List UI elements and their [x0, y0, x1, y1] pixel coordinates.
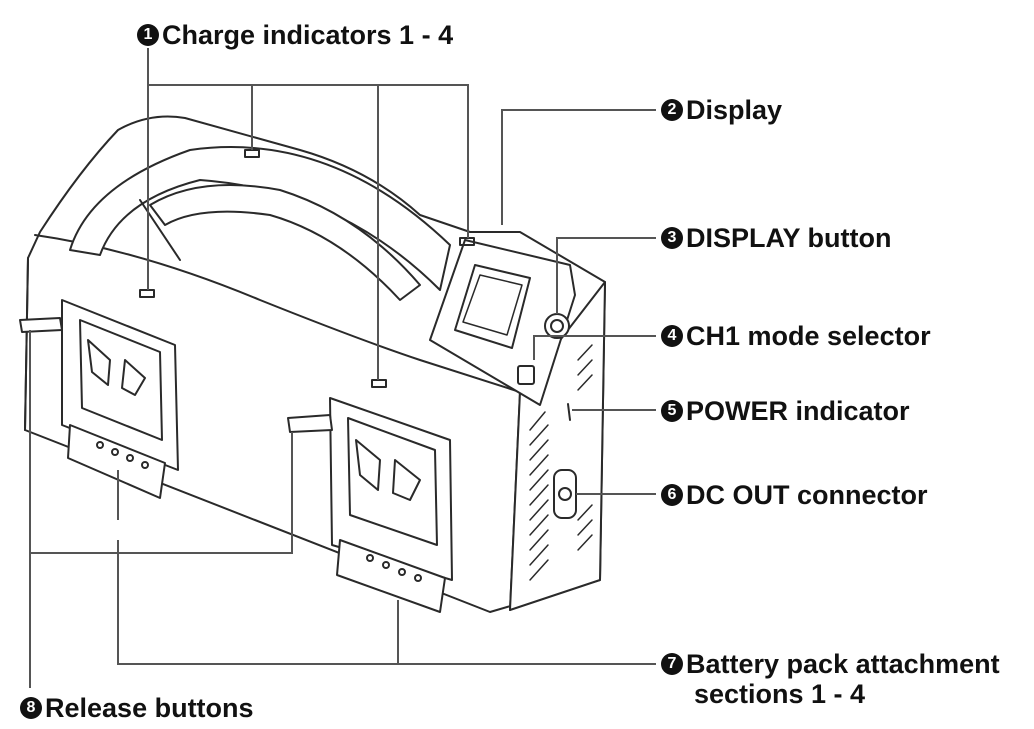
callout-label: DC OUT connector — [686, 480, 928, 510]
callout-power-indicator: 5 POWER indicator — [661, 396, 910, 426]
dc-out-connector-icon — [553, 469, 577, 519]
battery-plate-icon — [61, 299, 179, 499]
callout-label: Release buttons — [45, 693, 254, 723]
leader-line-2 — [501, 109, 656, 225]
vent-slots — [529, 344, 593, 581]
callout-display-button: 3 DISPLAY button — [661, 223, 892, 253]
callout-charge-indicators: 1 Charge indicators 1 - 4 — [137, 20, 453, 50]
mode-selector-icon — [517, 365, 535, 385]
callout-label: Battery pack attachment — [686, 649, 1000, 679]
front-left-edge — [24, 257, 29, 431]
callout-number: 8 — [20, 697, 42, 719]
leader-line-3 — [556, 237, 656, 314]
carrying-handle — [69, 146, 451, 291]
leader-line-8 — [29, 330, 293, 688]
right-side-panel — [509, 281, 606, 611]
handle-grip-left — [139, 199, 181, 261]
callout-number: 1 — [137, 24, 159, 46]
callout-number: 2 — [661, 99, 683, 121]
callout-dc-out-connector: 6 DC OUT connector — [661, 480, 928, 510]
callout-number: 4 — [661, 325, 683, 347]
lcd-display-icon — [454, 264, 531, 349]
callout-label-line2: sections 1 - 4 — [694, 679, 866, 709]
leader-line-4 — [533, 335, 656, 360]
leader-line-7 — [117, 470, 656, 665]
release-button-left — [19, 317, 63, 333]
callout-label: POWER indicator — [686, 396, 910, 426]
callout-ch1-mode-selector: 4 CH1 mode selector — [661, 321, 931, 351]
battery-plate-icon — [329, 397, 453, 613]
callout-battery-pack-attachment: 7 Battery pack attachment sections 1 - 4 — [661, 649, 1000, 709]
power-indicator-icon — [567, 403, 571, 421]
display-button-icon — [544, 313, 570, 339]
handle-inner-slot — [149, 184, 421, 301]
callout-display: 2 Display — [661, 95, 782, 125]
callout-release-buttons: 8 Release buttons — [20, 693, 254, 723]
leader-line-1 — [147, 48, 469, 380]
callout-label: Charge indicators 1 - 4 — [162, 20, 454, 50]
release-button-right — [287, 414, 333, 433]
callout-number: 3 — [661, 227, 683, 249]
callout-label: DISPLAY button — [686, 223, 892, 253]
callout-number: 7 — [661, 653, 683, 675]
callout-label: CH1 mode selector — [686, 321, 931, 351]
callout-number: 5 — [661, 400, 683, 422]
callout-label: Display — [686, 95, 783, 125]
callout-number: 6 — [661, 484, 683, 506]
